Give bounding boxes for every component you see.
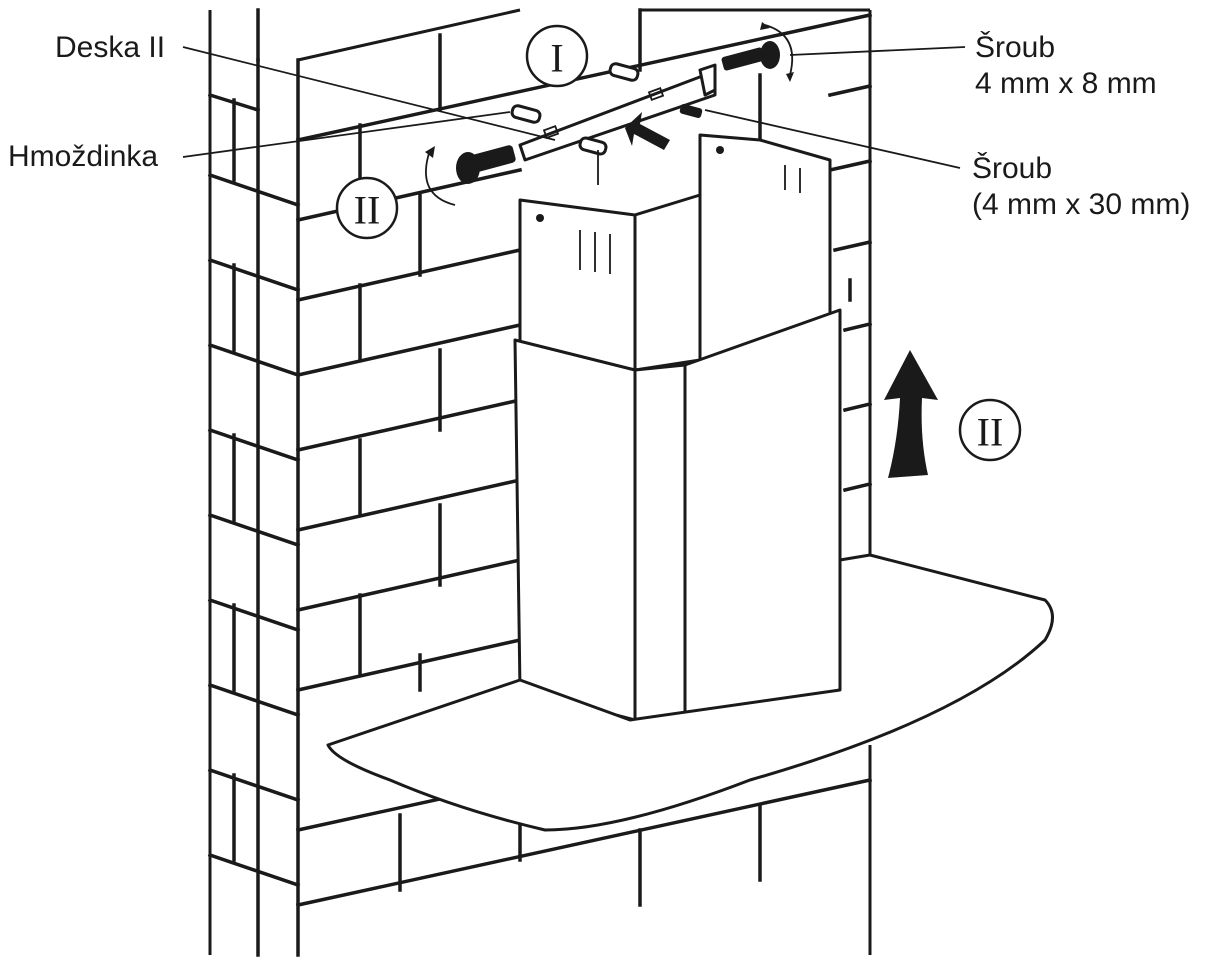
wall-plugs — [510, 62, 640, 185]
small-screw-label-line2: 4 mm x 8 mm — [975, 67, 1157, 100]
step-marker-2-left-label: II — [354, 188, 381, 233]
small-screw-icon — [721, 22, 794, 82]
glass-canopy — [326, 553, 1054, 832]
small-screw-label-line1: Šroub — [975, 30, 1055, 64]
step-marker-1-label: I — [550, 36, 563, 81]
step-marker-2-right: II — [958, 398, 1022, 462]
lift-up-arrow-icon — [884, 350, 938, 478]
chimney-screw-icon — [679, 103, 703, 119]
step-marker-2-left: II — [335, 176, 399, 240]
large-screw-icon — [425, 145, 516, 206]
leader-lines — [182, 46, 966, 169]
wall-bracket — [518, 63, 717, 162]
large-screw-label-line2: (4 mm x 30 mm) — [972, 188, 1190, 221]
hmozdinka-label: Hmoždinka — [8, 140, 158, 173]
step-marker-1: I — [525, 24, 589, 88]
deska-label: Deska II — [55, 31, 165, 64]
step-marker-2-right-label: II — [977, 410, 1004, 455]
lower-chimney — [513, 308, 842, 722]
upper-chimney — [518, 133, 832, 372]
insert-arrow-icon — [625, 112, 670, 150]
large-screw-label-line1: Šroub — [972, 151, 1052, 185]
